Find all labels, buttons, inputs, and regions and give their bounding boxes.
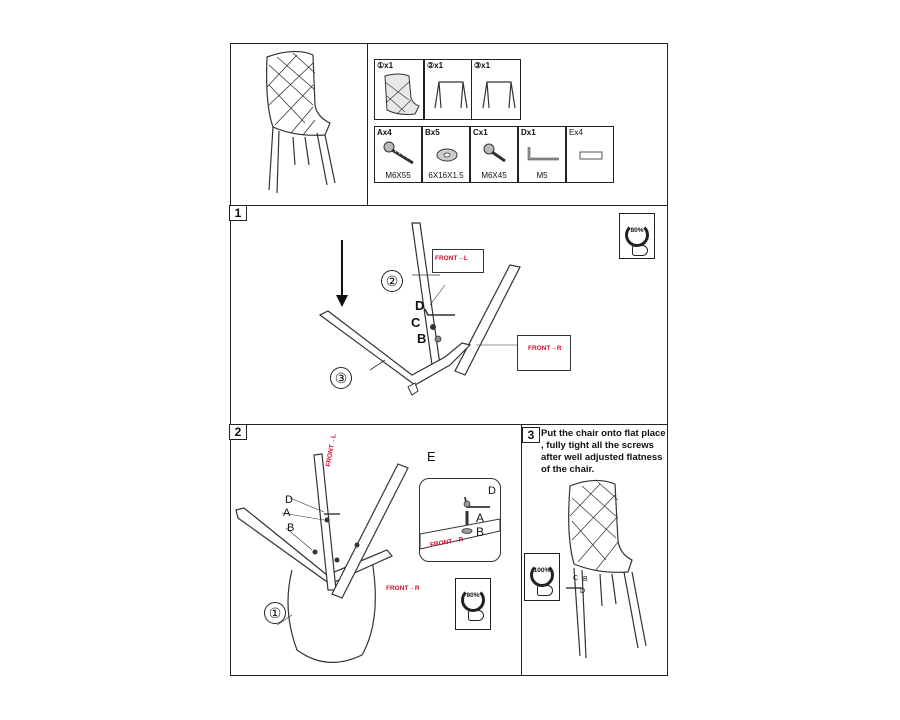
part-tag-leg-frame-left: ②x1 [427,61,444,70]
header-divider [367,43,368,205]
step-1-part-3-marker: ③ [330,367,352,389]
hardware-tag-a: Ax4 [377,128,392,137]
step-2-number: 2 [229,424,247,440]
step-2-detail-drawing [420,496,500,550]
step-1-torque-value: 80% [630,227,644,234]
step-2-torque-badge: 80% [455,578,491,630]
step-2-torque-value: 80% [466,592,480,599]
step-2-label-b: B [287,522,295,534]
step-1-diagram [318,222,521,396]
step-2-label-a: A [283,507,291,519]
allen-key-icon [527,147,559,161]
part-tag-seat: ①x1 [377,61,394,70]
hardware-cell-e: Ex4 [566,126,614,183]
row-divider-2 [230,424,668,425]
step-2-front-right-label: FRONT→R [386,585,420,592]
step-divider [521,424,522,676]
step-1-front-right-callout: FRONT→R [517,335,571,371]
step-2-inset-label-a: A [476,511,485,525]
step-1-label-d: D [415,298,425,313]
step-3-number: 3 [522,427,540,443]
bolt-long-icon [383,141,414,165]
hardware-tag-c: Cx1 [473,128,488,137]
step-1-number: 1 [229,205,247,221]
step-3-torque-value: 100% [533,567,551,574]
hardware-size-b: 6X16X1.5 [428,171,464,180]
felt-pad-icon [579,151,603,160]
washer-icon [436,148,458,162]
instruction-sheet [230,43,668,676]
hardware-cell-b: Bx5 6X16X1.5 [422,126,470,183]
hardware-size-a: M6X55 [385,171,411,180]
step-2-inset-label-b: B [476,525,485,539]
step-3-instruction: Put the chair onto flat place , fully ti… [541,428,666,475]
step-1-part-2-marker: ② [381,270,403,292]
step-1-label-b: B [417,331,427,346]
part-cell-seat: ①x1 [374,59,424,120]
step-2-label-d: D [285,494,293,506]
hardware-cell-a: Ax4 M6X55 [374,126,422,183]
step-3-torque-badge: 100% [524,553,560,601]
hardware-cell-c: Cx1 M6X45 [470,126,518,183]
step-2-diagram [235,453,409,664]
bolt-short-icon [483,143,506,163]
step-1-front-right-label: FRONT→R [528,345,562,352]
step-3-chair-illustration [566,479,647,659]
step-1-label-c: C [411,315,421,330]
hardware-tag-d: Dx1 [521,128,536,137]
part-tag-leg-frame-right: ③x1 [474,61,491,70]
row-divider-1 [230,205,668,206]
step-2-part-1-marker: ① [264,602,286,624]
leg-frame-right-icon [482,81,516,109]
step-2-detail-inset: D A B FRONT→R [419,478,501,562]
step-3-label-d: D [580,588,586,595]
seat-part-icon [384,73,420,115]
hardware-tag-e: Ex4 [569,128,583,137]
step-1-front-left-callout: FRONT→L [432,249,484,273]
part-cell-leg-frame-left: ②x1 [424,59,472,120]
hand-icon [632,245,648,256]
hardware-size-d: M5 [536,171,548,180]
hardware-cell-d: Dx1 M5 [518,126,566,183]
hand-icon [468,610,484,621]
hardware-size-c: M6X45 [481,171,507,180]
step-3-label-b: B [583,576,588,583]
hand-icon [537,585,553,596]
step-2-inset-label-d: D [488,485,496,497]
step-1-torque-badge: 80% [619,213,655,259]
leg-frame-left-icon [434,81,468,109]
hardware-tag-b: Bx5 [425,128,440,137]
part-cell-leg-frame-right: ③x1 [471,59,521,120]
step-2-label-e: E [427,449,436,464]
step-1-front-left-label: FRONT→L [435,255,468,262]
step-3-label-c: C [573,575,579,582]
chair-overview-illustration [266,50,336,194]
